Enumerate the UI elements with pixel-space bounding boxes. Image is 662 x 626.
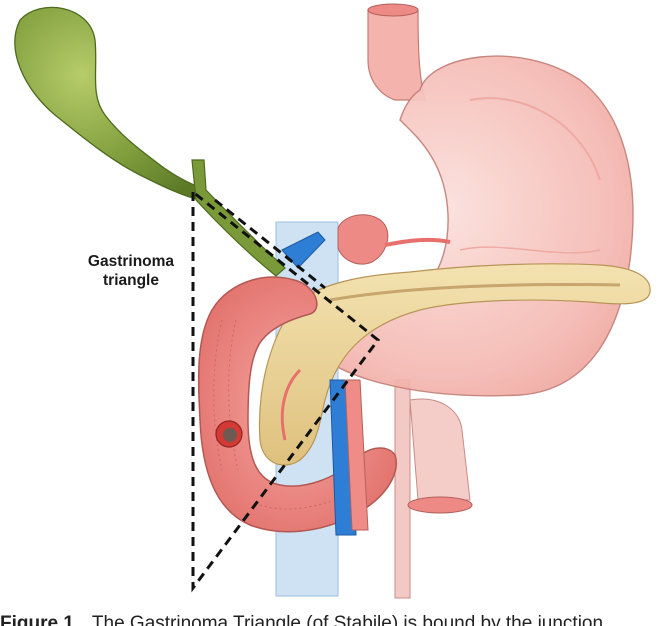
pancreas — [258, 263, 651, 466]
stomach — [288, 55, 634, 397]
gallbladder — [14, 6, 206, 201]
bile-duct — [191, 159, 286, 277]
caption-text: The Gastrinoma Triangle (of Stabile) is … — [91, 613, 604, 626]
esophagus — [367, 3, 426, 101]
gastrinoma-triangle-label: Gastrinoma triangle — [60, 252, 202, 290]
label-line-2: triangle — [103, 272, 159, 289]
arteries — [280, 214, 451, 531]
figure-number: Figure 1 — [0, 613, 74, 626]
gastrinoma-triangle — [191, 190, 381, 593]
aorta — [394, 379, 473, 599]
figure-caption: Figure 1 The Gastrinoma Triangle (of Stab… — [0, 612, 662, 626]
gastrinoma-tumor — [215, 420, 243, 448]
label-line-1: Gastrinoma — [87, 253, 175, 270]
